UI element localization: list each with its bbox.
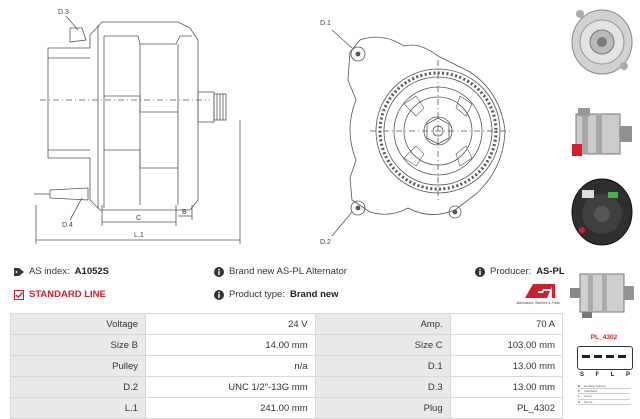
spec-value: 13.00 mm <box>449 376 564 398</box>
legend-value: Sense <box>584 399 593 404</box>
producer-value: AS-PL <box>536 266 565 277</box>
legend-value: Lamp <box>584 394 592 399</box>
plug-pin <box>582 355 590 358</box>
legend-row: L Lamp <box>578 394 630 400</box>
info-icon <box>214 266 224 277</box>
plug-pin-letters: S F L P <box>580 372 630 378</box>
label-d1: D.1 <box>320 20 331 27</box>
info-icon <box>214 289 224 300</box>
spec-value: 241.00 mm <box>145 397 316 419</box>
plug-pin-letter: S <box>580 372 585 378</box>
spec-label: D.2 <box>10 376 146 398</box>
spec-label: Size C <box>314 334 451 356</box>
plug-pin <box>606 355 614 358</box>
brand-logo: Alternators, Starters & Parts <box>513 282 563 308</box>
spec-label: Size B <box>10 334 146 356</box>
tag-icon <box>14 267 24 276</box>
description-text: Brand new AS-PL Alternator <box>229 266 347 277</box>
label-c: C <box>136 215 141 222</box>
as-index-label: AS index: <box>29 266 70 277</box>
technical-drawing: D.3 D.4 C B L.1 <box>34 9 510 246</box>
product-type: Product type: Brand new <box>214 289 339 300</box>
product-description: Brand new AS-PL Alternator <box>214 266 347 277</box>
spec-label: D.1 <box>314 355 451 377</box>
spec-value: n/a <box>145 355 316 377</box>
spec-value: 70 A <box>449 313 564 335</box>
producer: Producer: AS-PL <box>475 266 565 277</box>
spec-value: UNC 1/2"-13G mm <box>145 376 316 398</box>
spec-value: 13.00 mm <box>449 355 564 377</box>
plug-pin <box>594 355 602 358</box>
spec-label: D.3 <box>314 376 451 398</box>
thumbnail-side-view-2[interactable] <box>568 266 636 326</box>
label-d4: D.4 <box>62 222 73 229</box>
legend-key: B <box>578 384 581 388</box>
thumbnail-rear-view[interactable] <box>568 172 636 250</box>
label-d3: D.3 <box>58 9 69 16</box>
spec-label: Pulley <box>10 355 146 377</box>
thumbnail-side-view[interactable] <box>568 104 636 166</box>
label-l1: L.1 <box>134 232 144 239</box>
as-index-value: A1052S <box>74 266 110 277</box>
spec-label: Amp. <box>314 313 451 335</box>
as-pl-logo <box>525 284 555 298</box>
plug-diagram <box>577 346 633 370</box>
thumbnail-front-view[interactable] <box>568 2 636 80</box>
thumbnail-column <box>566 0 640 419</box>
plug-code-label: PL_4302 <box>590 334 618 341</box>
plug-pin-letter: F <box>595 372 600 378</box>
legend-value: Feedback <box>584 389 598 394</box>
product-type-value: Brand new <box>289 289 339 300</box>
plug-pin-letter: L <box>610 372 615 378</box>
spec-value: PL_4302 <box>449 397 564 419</box>
spec-value: 24 V <box>145 313 316 335</box>
spec-value: 103.00 mm <box>449 334 564 356</box>
legend-value: Auxiliary feature <box>584 384 606 388</box>
label-b: B <box>182 209 187 216</box>
producer-label: Producer: <box>490 266 532 277</box>
info-icon <box>475 266 485 277</box>
standard-line-text: STANDARD LINE <box>29 289 106 300</box>
spec-label: L.1 <box>10 397 146 419</box>
plug-pin <box>618 355 626 358</box>
legend-key: L <box>578 394 580 399</box>
product-type-label: Product type: <box>229 289 285 300</box>
label-d2: D.2 <box>320 239 331 246</box>
legend-row: F Feedback <box>578 389 630 395</box>
brand-tagline: Alternators, Starters & Parts <box>516 301 560 305</box>
as-index: AS index: A1052S <box>14 266 109 277</box>
spec-value: 14.00 mm <box>145 334 316 356</box>
standard-line: STANDARD LINE <box>14 289 106 300</box>
checkbox-icon <box>14 289 24 300</box>
spec-label: Plug <box>314 397 451 419</box>
legend-key: F <box>578 389 580 394</box>
plug-pin-letter: P <box>625 372 630 378</box>
alternator-drawing-svg: D.3 D.4 C B L.1 <box>34 9 510 246</box>
legend-key: S <box>578 399 581 404</box>
spec-label: Voltage <box>10 313 146 335</box>
